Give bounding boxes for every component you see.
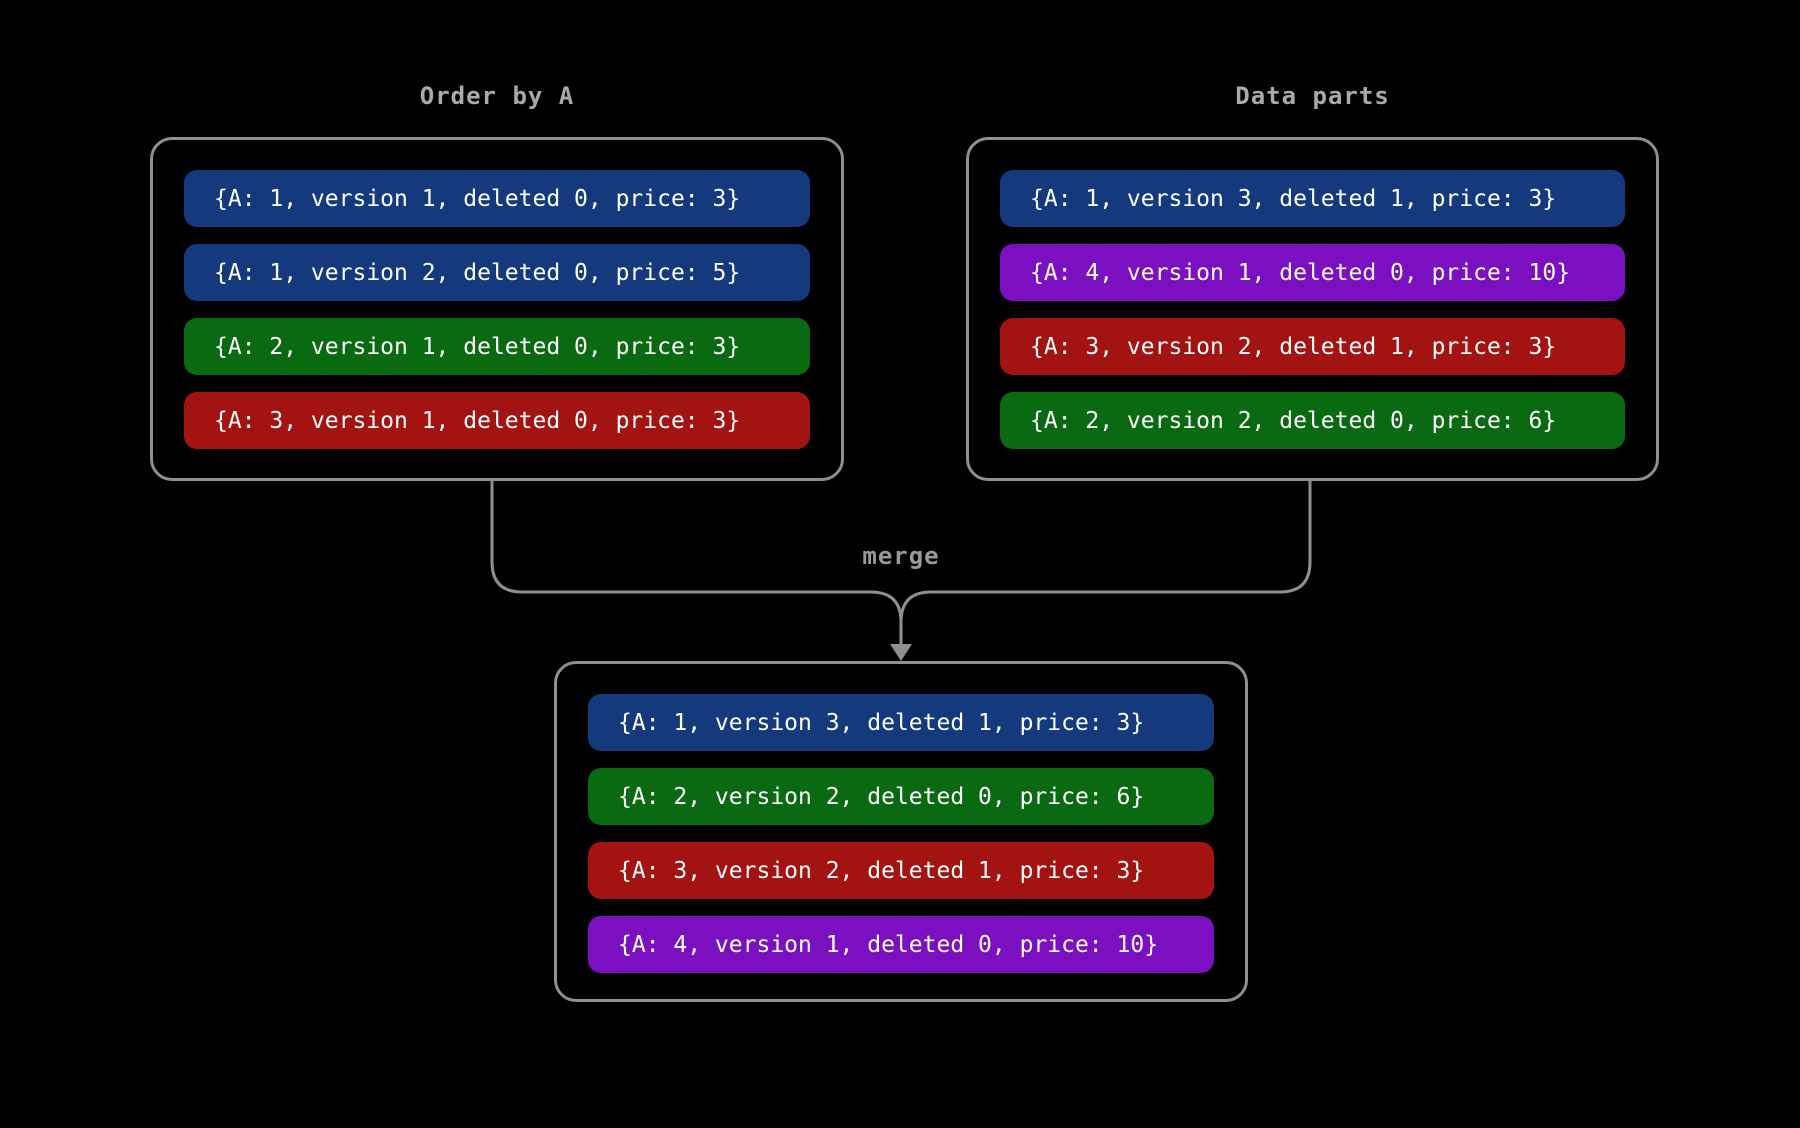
record-text: {A: 4, version 1, deleted 0, price: 10}	[1030, 259, 1571, 286]
record-pill: {A: 3, version 1, deleted 0, price: 3}	[184, 392, 810, 449]
order-by-a-box: {A: 1, version 1, deleted 0, price: 3} {…	[150, 137, 844, 481]
data-parts-title: Data parts	[1235, 82, 1390, 110]
record-pill: {A: 4, version 1, deleted 0, price: 10}	[1000, 244, 1625, 301]
merge-label: merge	[862, 542, 940, 570]
merged-result-box: {A: 1, version 3, deleted 1, price: 3} {…	[554, 661, 1248, 1002]
record-pill: {A: 2, version 1, deleted 0, price: 3}	[184, 318, 810, 375]
record-text: {A: 2, version 1, deleted 0, price: 3}	[214, 333, 741, 360]
record-text: {A: 1, version 3, deleted 1, price: 3}	[1030, 185, 1557, 212]
arrow-down-icon	[890, 644, 912, 661]
data-parts-box: {A: 1, version 3, deleted 1, price: 3} {…	[966, 137, 1659, 481]
record-pill: {A: 1, version 2, deleted 0, price: 5}	[184, 244, 810, 301]
record-pill: {A: 1, version 3, deleted 1, price: 3}	[1000, 170, 1625, 227]
record-text: {A: 4, version 1, deleted 0, price: 10}	[618, 931, 1159, 958]
record-text: {A: 3, version 2, deleted 1, price: 3}	[1030, 333, 1557, 360]
record-pill: {A: 1, version 1, deleted 0, price: 3}	[184, 170, 810, 227]
record-text: {A: 1, version 3, deleted 1, price: 3}	[618, 709, 1145, 736]
record-text: {A: 2, version 2, deleted 0, price: 6}	[618, 783, 1145, 810]
record-pill: {A: 3, version 2, deleted 1, price: 3}	[588, 842, 1214, 899]
record-text: {A: 3, version 2, deleted 1, price: 3}	[618, 857, 1145, 884]
record-text: {A: 1, version 1, deleted 0, price: 3}	[214, 185, 741, 212]
record-pill: {A: 1, version 3, deleted 1, price: 3}	[588, 694, 1214, 751]
record-pill: {A: 2, version 2, deleted 0, price: 6}	[1000, 392, 1625, 449]
record-pill: {A: 2, version 2, deleted 0, price: 6}	[588, 768, 1214, 825]
record-pill: {A: 4, version 1, deleted 0, price: 10}	[588, 916, 1214, 973]
record-pill: {A: 3, version 2, deleted 1, price: 3}	[1000, 318, 1625, 375]
order-by-a-title: Order by A	[419, 82, 575, 110]
record-text: {A: 2, version 2, deleted 0, price: 6}	[1030, 407, 1557, 434]
record-text: {A: 3, version 1, deleted 0, price: 3}	[214, 407, 741, 434]
record-text: {A: 1, version 2, deleted 0, price: 5}	[214, 259, 741, 286]
